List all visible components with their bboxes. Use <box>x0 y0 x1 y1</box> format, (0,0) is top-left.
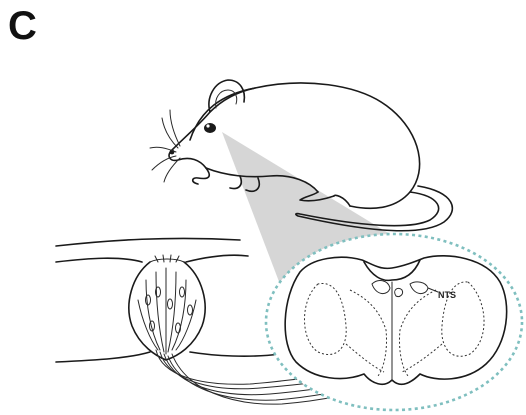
nts-label: NTS <box>438 290 456 300</box>
magnified-view-outline <box>266 234 522 410</box>
rat-eye <box>204 123 216 133</box>
taste-bud <box>129 255 205 360</box>
